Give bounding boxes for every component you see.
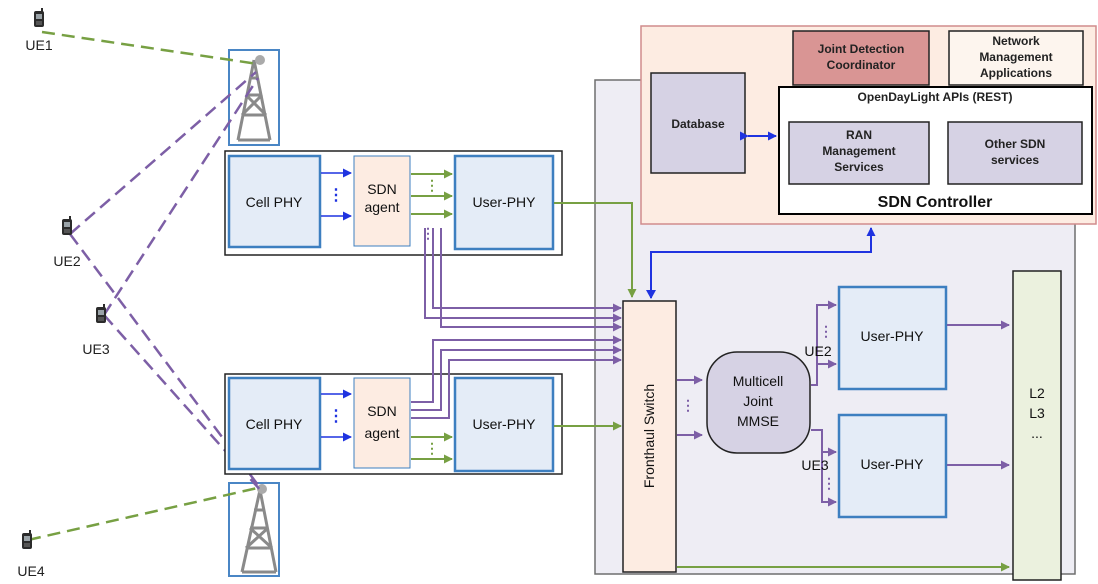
antenna-bottom-tower	[240, 489, 278, 574]
top-user-phy-label: User-PHY	[472, 194, 536, 210]
network-management-label-2: Management	[979, 50, 1052, 64]
ue2-link-top	[69, 71, 257, 235]
top-sdn-agent-label-2: agent	[364, 199, 399, 215]
antenna-top-frame	[228, 49, 280, 146]
mmse-upper-dots: ⋮	[819, 323, 833, 339]
joint-detection-label-1: Joint Detection	[818, 42, 905, 56]
ue3-stream-label: UE3	[801, 457, 828, 473]
ue1-phone-icon	[34, 8, 44, 27]
mmse-label-2: Joint	[743, 393, 773, 409]
database-box	[650, 72, 746, 174]
ran-management-label-1: RAN	[846, 128, 872, 142]
bottom-sdn-agent-box	[353, 377, 411, 469]
ue1-link	[41, 30, 259, 66]
upper-user-phy-label: User-PHY	[860, 328, 924, 344]
ue4-link	[27, 485, 263, 542]
top-cell-phy-label: Cell PHY	[246, 194, 303, 210]
switch-controller-link	[650, 227, 876, 298]
top-sdn-agent-label-1: SDN	[367, 181, 397, 197]
network-management-label-1: Network	[992, 34, 1040, 48]
layers-ellipsis-label: ...	[1031, 425, 1043, 441]
antenna-bottom-tip	[257, 484, 267, 494]
ue3-label: UE3	[82, 341, 109, 357]
l2-label: L2	[1029, 385, 1045, 401]
ran-management-label-2: Management	[822, 144, 895, 158]
antenna-top-tip	[255, 55, 265, 65]
bottom-cell-phy-label: Cell PHY	[246, 416, 303, 432]
other-sdn-label-1: Other SDN	[985, 137, 1046, 151]
antenna-top-tower	[236, 59, 272, 142]
bottom-agent-switch-link-1	[411, 335, 622, 403]
bottom-user-phy-label: User-PHY	[472, 416, 536, 432]
l2-l3-box	[1012, 270, 1062, 581]
lower-user-phy-box	[837, 413, 948, 519]
top-userphy-switch-link	[554, 202, 637, 298]
bottom-sdn-agent-label-2: agent	[364, 425, 399, 441]
top-cell-agent-dots: ⋮	[328, 187, 344, 204]
mmse-label-1: Multicell	[733, 373, 784, 389]
ran-management-label-3: Services	[834, 160, 884, 174]
ue1-label: UE1	[25, 37, 52, 53]
lower-user-phy-label: User-PHY	[860, 456, 924, 472]
top-agent-switch-link-1	[424, 228, 622, 323]
ue3-link-top	[102, 77, 260, 316]
antenna-bottom	[228, 482, 280, 577]
ue4-phone-icon	[22, 530, 32, 549]
mmse-lower-link-1	[811, 429, 837, 507]
top-agent-switch-link-2	[432, 228, 622, 313]
top-user-phy-box	[453, 154, 555, 251]
mmse-upper-link-1	[811, 300, 837, 386]
top-sdn-agent-box	[353, 155, 411, 247]
bottom-user-phy-box	[453, 376, 555, 473]
fronthaul-switch-box	[622, 300, 677, 573]
bottom-cell-agent-dots: ⋮	[328, 408, 344, 425]
bottom-agent-switch-link-3	[411, 355, 622, 419]
other-sdn-label-2: services	[991, 153, 1039, 167]
l3-label: L3	[1029, 405, 1045, 421]
mmse-lower-dots: ⋮	[822, 475, 836, 491]
antenna-top	[228, 49, 280, 146]
ue2-label: UE2	[53, 253, 80, 269]
switch-controller-arrowhead	[646, 290, 656, 299]
network-management-label-3: Applications	[980, 66, 1052, 80]
ue2-stream-label: UE2	[804, 343, 831, 359]
mmse-label-3: MMSE	[737, 413, 779, 429]
top-cell-phy-box	[227, 154, 322, 249]
switch-mmse-dots: ⋮	[681, 397, 695, 413]
fronthaul-switch-label: Fronthaul Switch	[641, 384, 657, 488]
joint-detection-label-2: Coordinator	[827, 58, 896, 72]
bottom-cell-phy-box	[227, 376, 322, 471]
top-agent-switch-link-3	[440, 228, 622, 332]
apis-title: OpenDayLight APIs (REST)	[858, 90, 1013, 104]
upper-user-phy-box	[837, 285, 948, 391]
mmse-box	[706, 351, 811, 454]
top-agent-user-dots: ⋮	[425, 177, 439, 193]
ue3-phone-icon	[96, 304, 106, 323]
network-management-box	[948, 30, 1084, 86]
sdn-controller-title: SDN Controller	[878, 194, 993, 211]
bottom-sdn-agent-label-1: SDN	[367, 403, 397, 419]
database-label: Database	[671, 117, 725, 131]
ue4-label: UE4	[17, 563, 44, 579]
bottom-agent-user-dots: ⋮	[425, 440, 439, 456]
joint-detection-coordinator-box	[792, 30, 930, 86]
other-sdn-services-box	[947, 121, 1083, 185]
bottom-agent-switch-link-2	[411, 345, 622, 411]
ran-management-box	[788, 121, 930, 185]
ue2-phone-icon	[62, 216, 72, 235]
